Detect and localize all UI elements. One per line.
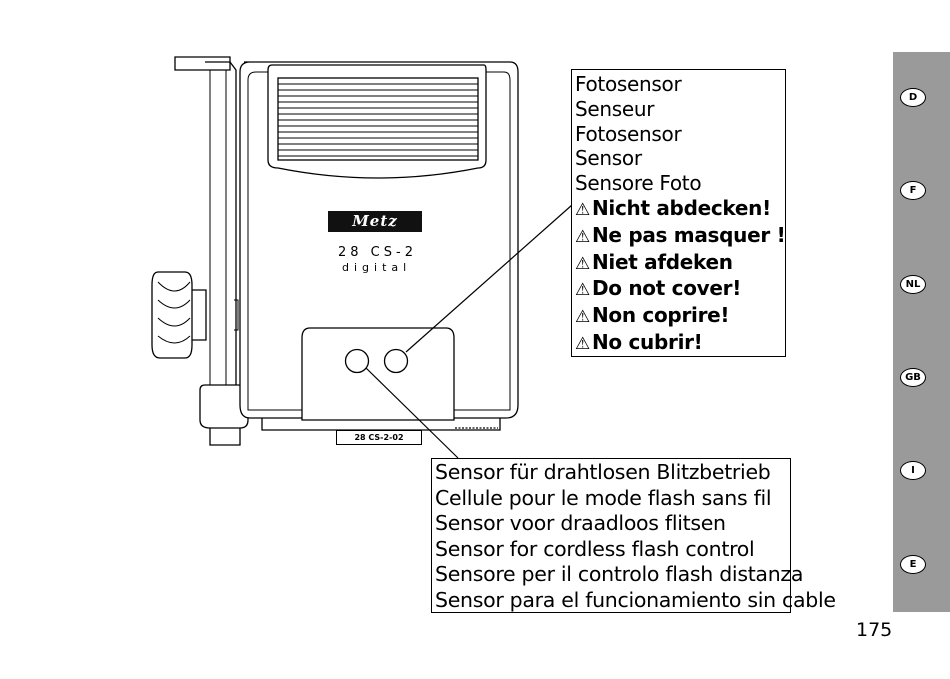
callout-line: Fotosensor xyxy=(575,72,682,96)
language-tab-nl[interactable]: NL xyxy=(900,275,926,294)
warning-text: Ne pas masquer ! xyxy=(591,222,786,247)
warning-icon: ⚠ xyxy=(575,280,590,301)
language-tab-e[interactable]: E xyxy=(900,555,926,574)
warning-line: ⚠Ne pas masquer ! xyxy=(575,222,786,250)
warning-line: ⚠Non coprire! xyxy=(575,303,785,330)
photosensor-callout: Fotosensor Senseur Fotosensor Sensor Sen… xyxy=(571,69,786,357)
callout-line: Senseur xyxy=(575,96,655,121)
language-tab-i[interactable]: I xyxy=(900,461,926,480)
warning-text: Non coprire! xyxy=(591,303,730,328)
model-plate: 28 CS-2-02 xyxy=(336,430,422,445)
language-index-strip xyxy=(893,52,950,612)
warning-text: Niet afdeken xyxy=(591,249,733,274)
callout-line: Fotosensor xyxy=(575,121,682,146)
language-tab-d[interactable]: D xyxy=(900,88,926,107)
callout-line: Sensor xyxy=(575,146,642,171)
warning-icon: ⚠ xyxy=(575,226,590,247)
warning-line: ⚠Nicht abdecken! xyxy=(575,196,785,223)
callout-line: Sensor for cordless flash control xyxy=(435,536,755,561)
callout-line: Sensore Foto xyxy=(575,171,702,196)
callout-line: Sensor para el funcionamiento sin cable xyxy=(435,587,836,612)
brand-logo: Metz xyxy=(328,211,422,232)
model-subtitle: digital xyxy=(342,261,412,274)
model-name: 28 CS-2 xyxy=(338,245,417,260)
warning-text: No cubrir! xyxy=(591,329,703,354)
warning-line: ⚠Niet afdeken xyxy=(575,250,785,277)
callout-line: Sensor voor draadloos flitsen xyxy=(435,511,726,535)
wireless-sensor-callout: Sensor für drahtlosen Blitzbetrieb Cellu… xyxy=(431,458,836,613)
callout-line: Cellule pour le mode flash sans fil xyxy=(435,485,772,510)
warning-icon: ⚠ xyxy=(575,307,590,328)
page-number: 175 xyxy=(856,619,893,641)
warning-icon: ⚠ xyxy=(575,253,590,274)
callout-line: Sensor für drahtlosen Blitzbetrieb xyxy=(435,460,771,484)
callout-line: Sensore per il controlo flash distanza xyxy=(435,562,804,586)
language-tab-f[interactable]: F xyxy=(900,181,926,200)
language-tab-gb[interactable]: GB xyxy=(900,368,926,387)
warning-text: Nicht abdecken! xyxy=(591,195,771,220)
warning-icon: ⚠ xyxy=(575,333,590,354)
warning-line: ⚠No cubrir! xyxy=(575,330,785,357)
warning-line: ⚠Do not cover! xyxy=(575,276,785,303)
warning-text: Do not cover! xyxy=(591,276,742,301)
warning-icon: ⚠ xyxy=(575,199,590,220)
